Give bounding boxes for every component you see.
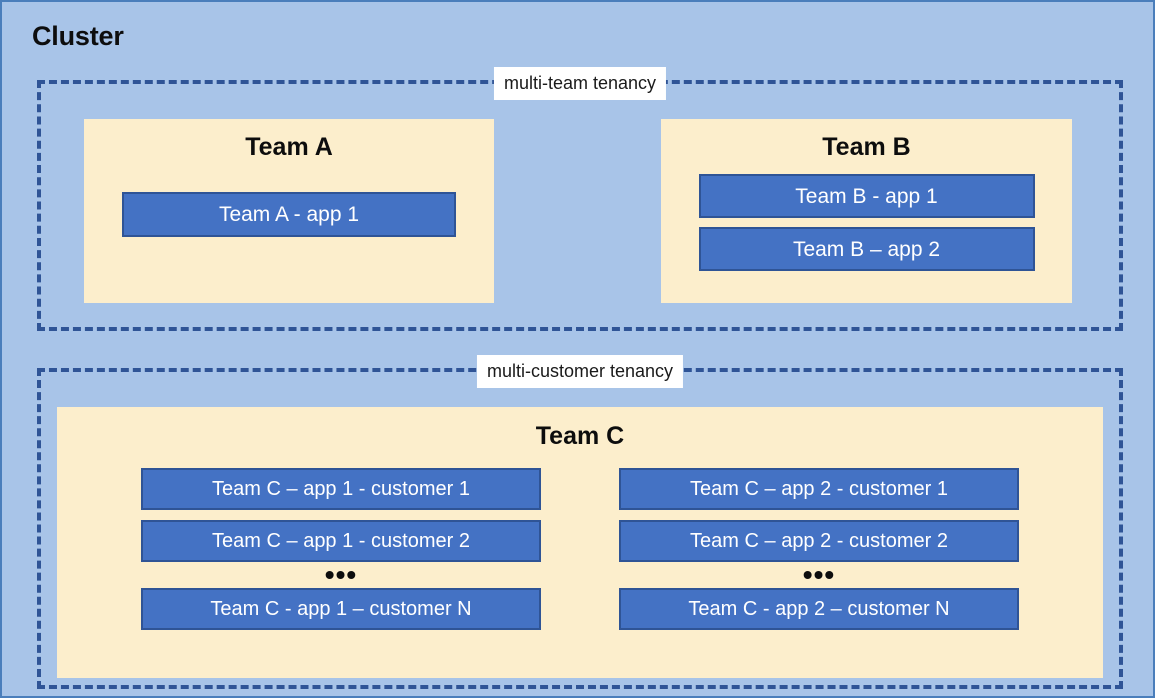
team-title-b: Team B (822, 133, 911, 161)
tenancy-group-multi-team: multi-team tenancy (37, 67, 1123, 331)
team-c-app-columns: Team C – app 1 - customer 1 Team C – app… (57, 468, 1103, 630)
team-title-c: Team C (535, 422, 625, 450)
team-box-a: Team A Team A - app 1 (84, 119, 494, 303)
team-c-app2-column: Team C – app 2 - customer 1 Team C – app… (619, 468, 1019, 630)
app-box-team-c-app2-customer-n[interactable]: Team C - app 2 – customer N (619, 588, 1019, 630)
app-box-team-b-app-1[interactable]: Team B - app 1 (698, 174, 1035, 218)
team-a-app-list: Team A - app 1 (122, 192, 456, 237)
app-box-team-c-app2-customer-1[interactable]: Team C – app 2 - customer 1 (619, 468, 1019, 510)
tenancy-group-label-multi-customer: multi-customer tenancy (476, 355, 684, 388)
tenancy-group-label-multi-team: multi-team tenancy (493, 67, 667, 100)
tenancy-group-multi-customer: multi-customer tenancy (37, 355, 1123, 689)
app-box-team-c-app1-customer-2[interactable]: Team C – app 1 - customer 2 (141, 520, 541, 562)
team-c-app1-column: Team C – app 1 - customer 1 Team C – app… (141, 468, 541, 630)
app-box-team-c-app1-customer-1[interactable]: Team C – app 1 - customer 1 (141, 468, 541, 510)
app-box-team-c-app1-customer-n[interactable]: Team C - app 1 – customer N (141, 588, 541, 630)
team-title-a: Team A (245, 133, 333, 161)
team-box-c: Team C Team C – app 1 - customer 1 Team … (57, 407, 1103, 678)
app-box-team-c-app2-customer-2[interactable]: Team C – app 2 - customer 2 (619, 520, 1019, 562)
team-b-app-list: Team B - app 1 Team B – app 2 (698, 174, 1035, 271)
ellipsis-team-c-app1: ••• (324, 559, 358, 590)
ellipsis-team-c-app2: ••• (802, 559, 836, 590)
app-box-team-a-app-1[interactable]: Team A - app 1 (122, 192, 456, 237)
app-box-team-b-app-2[interactable]: Team B – app 2 (698, 227, 1035, 271)
team-box-b: Team B Team B - app 1 Team B – app 2 (661, 119, 1072, 303)
cluster-title: Cluster (32, 21, 124, 51)
